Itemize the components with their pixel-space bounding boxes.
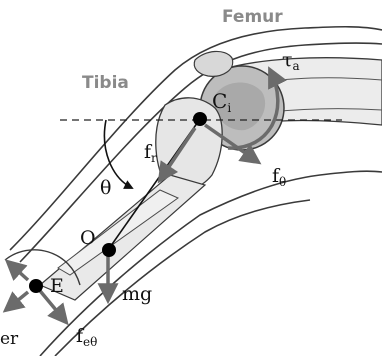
- patella: [194, 51, 232, 76]
- label-f-theta: fθ: [272, 165, 286, 189]
- label-tau-a: τa: [282, 49, 300, 73]
- point-o: [102, 243, 116, 257]
- label-e: E: [50, 275, 64, 297]
- label-femur: Femur: [222, 7, 283, 27]
- ankle-arrow-left-down: [6, 292, 28, 310]
- label-theta: θ: [100, 177, 111, 199]
- label-tau-a-sub: a: [293, 59, 300, 73]
- label-c-i-main: C: [212, 89, 227, 113]
- point-c-i: [193, 112, 207, 126]
- label-f-r: fr: [144, 141, 157, 165]
- label-f-theta-sub: θ: [279, 175, 286, 189]
- label-tibia: Tibia: [82, 73, 129, 93]
- label-mg: mg: [122, 283, 152, 305]
- label-o: O: [80, 227, 96, 249]
- label-f-e-theta-sub: eθ: [83, 335, 97, 349]
- label-tau-a-main: τ: [282, 49, 293, 71]
- label-f-e-theta: feθ: [76, 325, 97, 349]
- label-c-i-sub: i: [227, 101, 231, 115]
- label-f-r-sub: r: [151, 151, 157, 165]
- label-cropped-edge: er: [0, 329, 19, 349]
- ankle-arrow-left-up: [8, 262, 28, 280]
- point-e: [29, 279, 43, 293]
